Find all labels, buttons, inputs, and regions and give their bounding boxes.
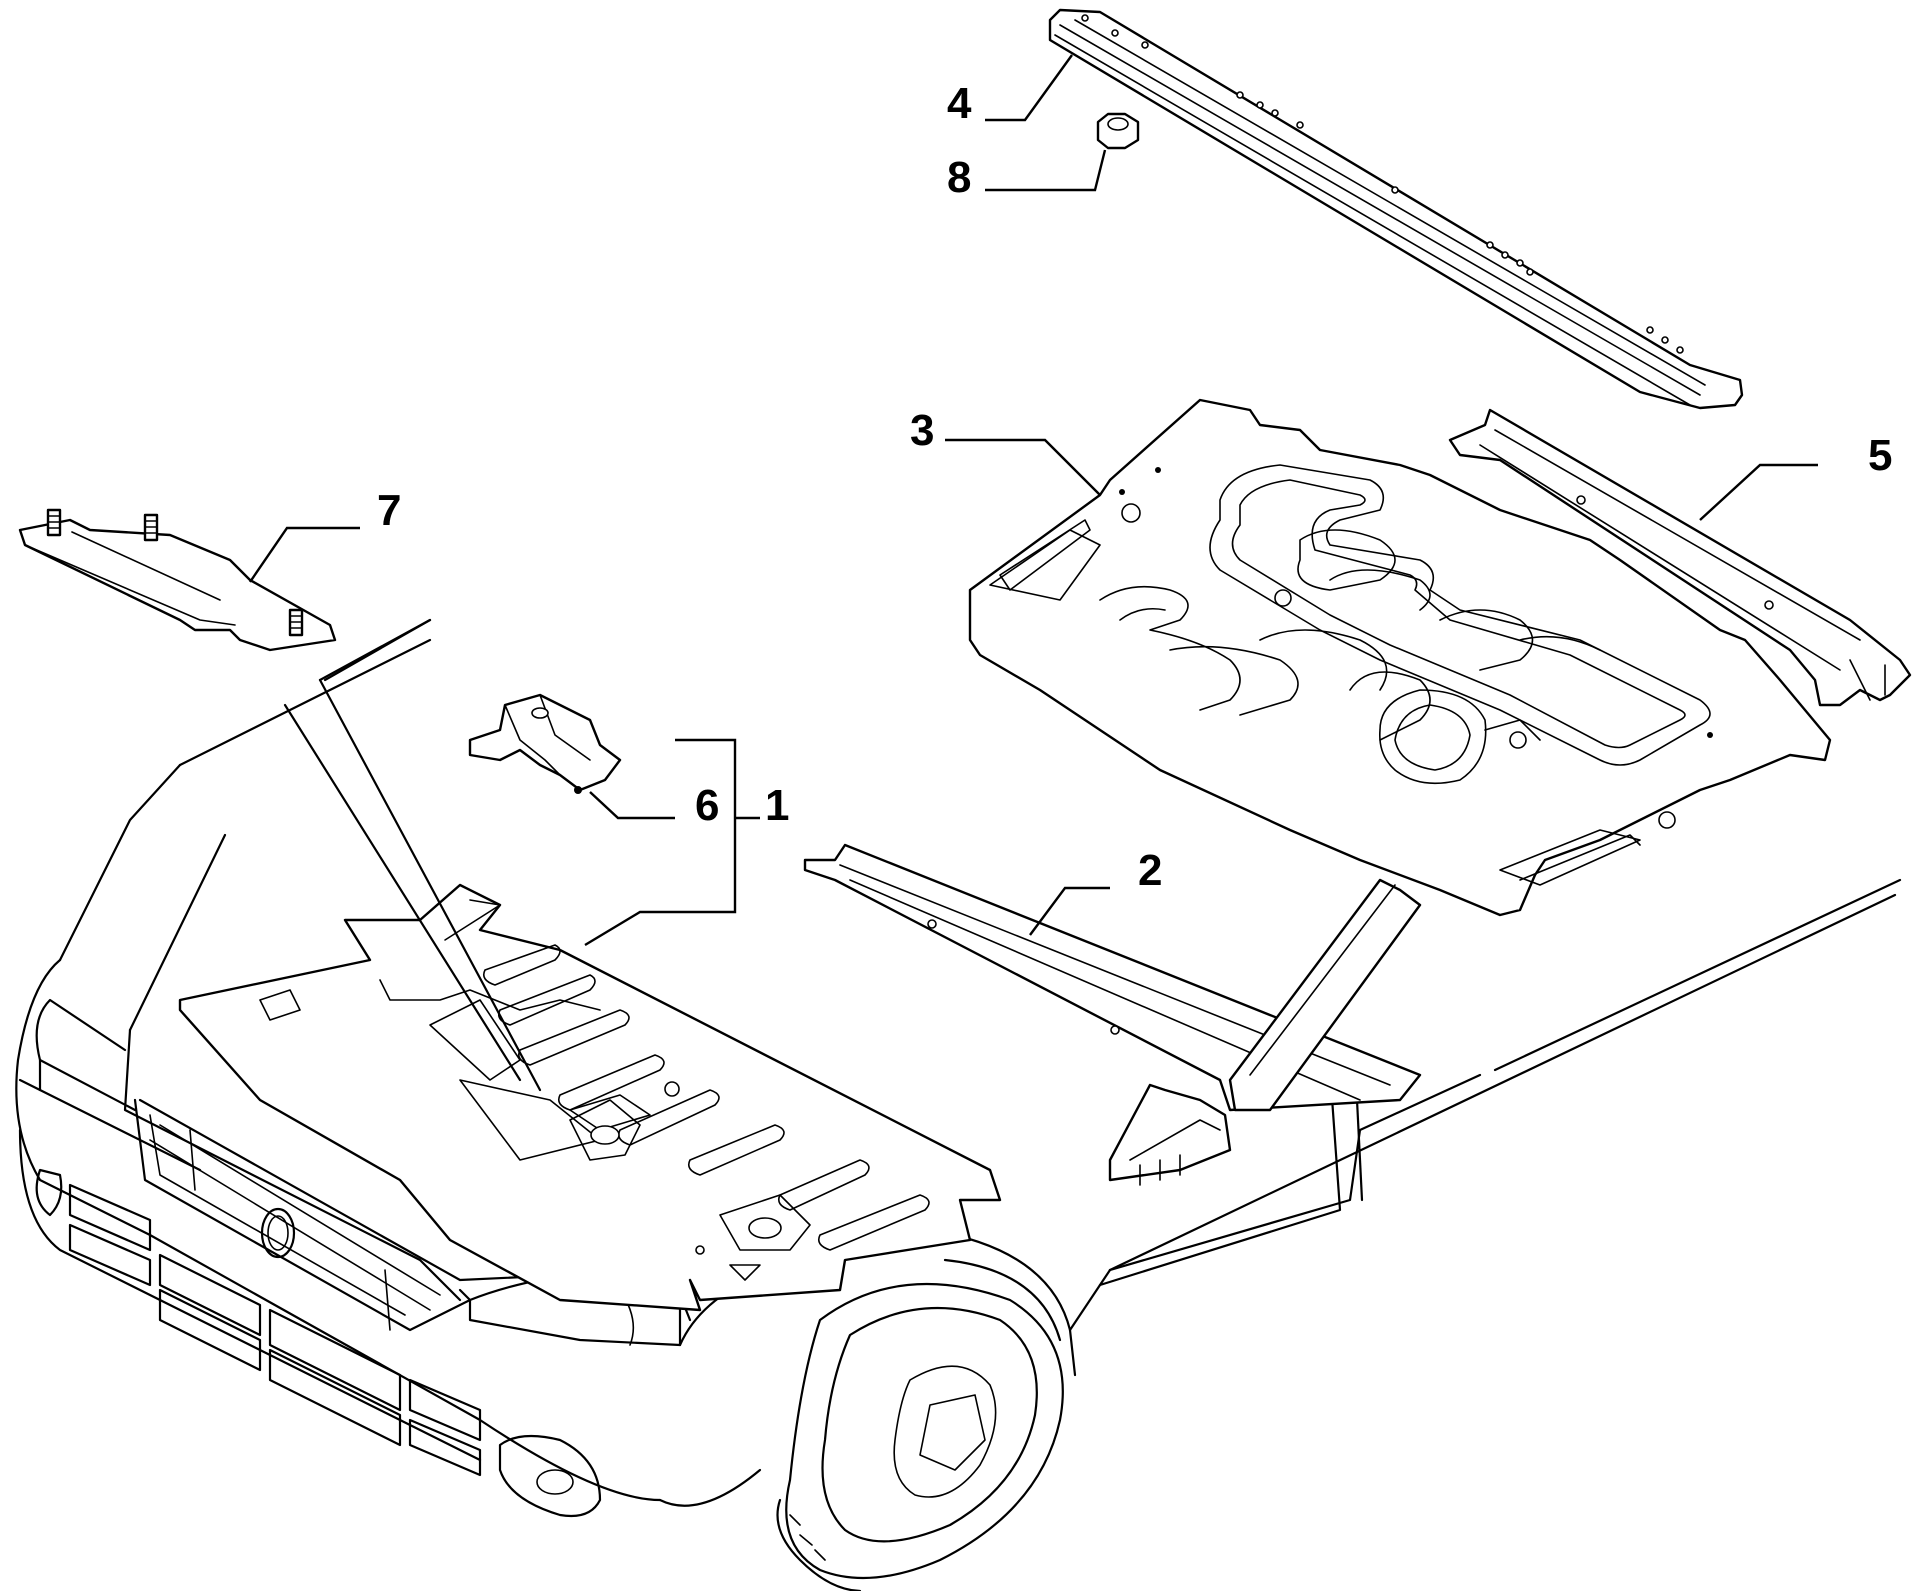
part-2-side-rail [803, 843, 1422, 1186]
callout-4: 4 [947, 79, 972, 128]
part-1-front-floor-panel [178, 883, 1002, 1312]
leaders [249, 54, 1818, 947]
part-6-bracket [468, 693, 622, 794]
callout-6: 6 [695, 781, 719, 830]
callout-5: 5 [1868, 431, 1892, 480]
car-body [15, 618, 1902, 1591]
part-7-stud-plate [18, 508, 542, 1092]
part-3-rear-floor-panel [968, 398, 1832, 917]
callout-3: 3 [910, 406, 934, 455]
callout-2: 2 [1138, 846, 1162, 895]
callout-labels: 4 8 3 5 2 6 1 7 [377, 79, 1892, 895]
part-4-cross-member [1048, 8, 1744, 410]
callout-1: 1 [765, 781, 789, 830]
part-5-rear-side-rail [1448, 408, 1912, 707]
part-8-nut [1096, 112, 1140, 150]
callout-7: 7 [377, 486, 401, 535]
callout-8: 8 [947, 153, 971, 202]
